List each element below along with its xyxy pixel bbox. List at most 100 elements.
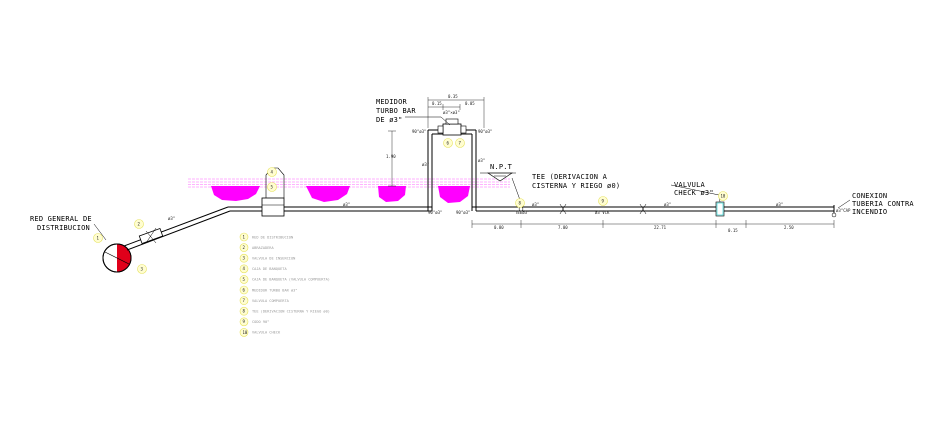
callout-bubble xyxy=(515,198,525,208)
pipe-size-slope: ø3" xyxy=(168,216,175,221)
legend-number: 9 xyxy=(243,319,246,324)
callout-number: 7 xyxy=(459,141,462,146)
callout-number: 2 xyxy=(138,222,141,227)
legend-text: MEDIDOR TURBO BAR ø3" xyxy=(252,288,297,292)
callout-number: 9 xyxy=(602,199,605,204)
legend-number: 2 xyxy=(243,245,246,250)
legend-text: CAJA DE BANQUETA xyxy=(252,267,287,271)
callout-bubble xyxy=(718,191,728,201)
callout-bubble xyxy=(134,219,144,229)
legend-text: ABRAZADERA xyxy=(252,246,274,250)
tee-tag: TEEø3" xyxy=(515,210,529,215)
bottom-dimensions xyxy=(471,220,835,228)
pipe-size-right-2: ø3" xyxy=(664,202,671,207)
legend-number: 5 xyxy=(243,277,246,282)
check-label-1: VALVULA xyxy=(674,181,705,189)
medidor-label-3: DE ø3" xyxy=(376,116,403,124)
legend-bubble xyxy=(239,306,249,316)
callout-number: 5 xyxy=(271,185,274,190)
dim-top-right: 0.05 xyxy=(465,101,475,106)
check-tag: ø3"VCK xyxy=(595,210,610,215)
medidor-label-2: TURBO BAR xyxy=(376,107,416,115)
callout-number: 4 xyxy=(271,170,274,175)
earth-blob xyxy=(438,186,470,203)
legend-number: 10 xyxy=(243,330,248,335)
callout-bubble xyxy=(455,138,465,148)
callout-number: 8 xyxy=(519,201,522,206)
earth-blob xyxy=(306,186,350,202)
npt-marker: N.P.T xyxy=(480,163,516,182)
legend-text: RED DE DISTRIBUCION xyxy=(252,235,293,239)
end-cap-tag: ø3"CAP xyxy=(836,208,851,213)
dim-bottom-2: 7.00 xyxy=(558,225,568,230)
legend-bubble xyxy=(239,264,249,274)
legend-bubble xyxy=(239,243,249,252)
dim-top-left: 0.15 xyxy=(432,101,442,106)
dim-bottom-1: 0.80 xyxy=(494,225,504,230)
legend-number: 4 xyxy=(243,266,246,271)
dim-riser-height: 1.90 xyxy=(386,154,396,159)
pipe-size-riser-left: ø3" xyxy=(422,162,429,167)
tee-label-1: TEE (DERIVACION A xyxy=(532,173,608,181)
legend-text: TEE (DERIVACION CISTERNA Y RIEGO ø0) xyxy=(252,310,330,314)
callout-number: 1 xyxy=(97,236,100,241)
legend-text: VALVULA CHECK xyxy=(252,331,281,335)
legend-text: VALVULA COMPUERTA xyxy=(252,299,290,303)
pipe-size-main: ø3" xyxy=(343,202,350,207)
legend-number: 8 xyxy=(243,309,246,314)
pipe-size-right-1: ø3" xyxy=(532,202,539,207)
legend-number: 3 xyxy=(243,256,246,261)
tee-label-2: CISTERNA Y RIEGO ø0) xyxy=(532,182,620,190)
callout-number: 10 xyxy=(721,194,726,199)
legend-bubble xyxy=(239,296,249,305)
check-label-2: CHECK ø3" xyxy=(674,189,714,197)
dim-bottom-3: 22.71 xyxy=(654,225,667,230)
dim-top-total: 0.35 xyxy=(448,94,458,99)
legend-bubble xyxy=(239,253,249,263)
conexion-label-1: CONEXION xyxy=(852,192,887,200)
callout-bubble xyxy=(137,264,147,274)
medidor-label-1: MEDIDOR xyxy=(376,98,407,106)
elbow-top-right: 90°ø3" xyxy=(478,129,492,134)
elbow-top-left: 90°ø3" xyxy=(412,129,426,134)
legend-text: CODO 90° xyxy=(252,320,269,324)
dim-bottom-5: 2.50 xyxy=(784,225,794,230)
earth-blob xyxy=(378,186,406,202)
callout-number: 6 xyxy=(447,141,450,146)
elbow-bottom-left: 90°ø3" xyxy=(428,210,442,215)
legend-bubble xyxy=(239,232,249,242)
legend-number: 6 xyxy=(243,287,246,292)
earth-blobs xyxy=(211,186,470,203)
red-general-label-2: DISTRIBUCION xyxy=(37,224,90,232)
legend-bubble xyxy=(239,275,249,284)
conexion-label-2: TUBERIA CONTRA xyxy=(852,200,914,208)
callout-bubble xyxy=(267,167,277,177)
ground-band xyxy=(188,178,510,188)
callout-bubbles: 1 2 3 4 5 6 7 8 9 10 xyxy=(93,138,728,274)
street-main xyxy=(102,243,132,273)
legend-bubble xyxy=(239,317,249,327)
pipe-size-right-3: ø3" xyxy=(776,202,783,207)
legend-bubble xyxy=(239,328,249,337)
npt-label: N.P.T xyxy=(490,163,513,171)
legend-text: CAJA DE BANQUETA (VALVULA COMPUERTA) xyxy=(252,278,330,282)
earth-blob xyxy=(211,186,260,201)
callout-bubble xyxy=(267,182,277,192)
top-dimensions xyxy=(388,97,485,187)
conexion-label-3: INCENDIO xyxy=(852,208,887,216)
red-general-label-1: RED GENERAL DE xyxy=(30,215,92,223)
callout-number: 3 xyxy=(141,267,144,272)
dim-meter-size: ø3"×ø3" xyxy=(443,110,460,115)
callout-bubble xyxy=(93,233,103,243)
service-pipe xyxy=(123,118,837,251)
legend-text: VALVULA DE INSERCION xyxy=(252,257,295,261)
legend-number: 1 xyxy=(243,234,246,239)
dim-bottom-4: 0.15 xyxy=(728,228,738,233)
legend-bubble xyxy=(239,285,249,295)
pipe-size-riser-right: ø3" xyxy=(478,158,485,163)
elbow-bottom-right: 90°ø3" xyxy=(456,210,470,215)
callout-bubble xyxy=(598,196,608,206)
legend-number: 7 xyxy=(243,298,246,303)
